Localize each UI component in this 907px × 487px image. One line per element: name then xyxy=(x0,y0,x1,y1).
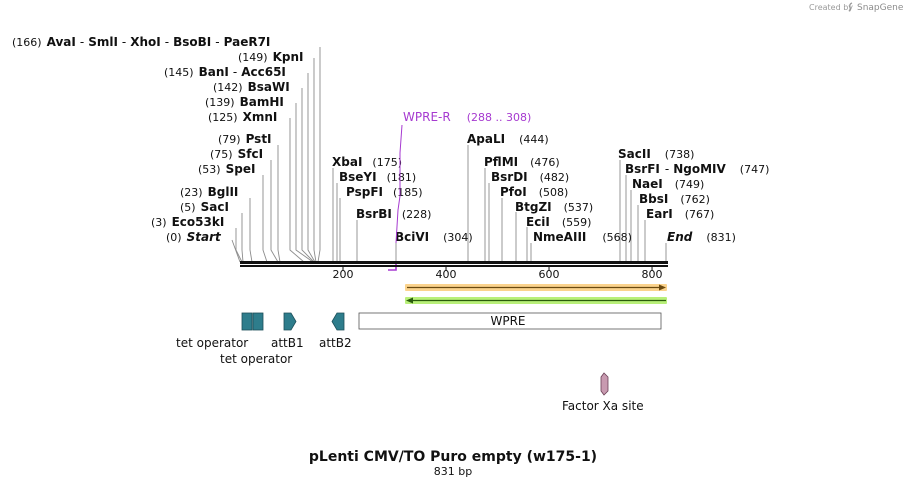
site-labels-left: (166)AvaI-SmlI-XhoI-BsoBI-PaeR7I (149)Kp… xyxy=(12,35,304,244)
site-labels-middle: XbaI(175) BseYI(181) PspFI(185) BsrBI(22… xyxy=(332,132,632,244)
feature-wpre[interactable]: WPRE xyxy=(358,312,662,330)
leader-avai xyxy=(317,47,321,263)
site-row-bglii: (23)BglII xyxy=(180,185,238,199)
site-row-sfci: (75)SfcI xyxy=(210,147,263,161)
leader-psti xyxy=(277,145,281,263)
leader-sfci xyxy=(270,160,279,263)
site-row-eari: EarI(767) xyxy=(646,207,714,221)
backbone-top-strand xyxy=(240,261,668,264)
leader-start xyxy=(231,239,241,263)
backbone: 200 400 600 800 xyxy=(240,261,668,281)
feature-factor-xa-site[interactable]: Factor Xa site xyxy=(562,372,644,413)
site-row-bsawi: (142)BsaWI xyxy=(213,80,290,94)
feature-attb1[interactable]: attB1 xyxy=(271,312,304,350)
leader-eco53ki xyxy=(235,228,243,263)
site-row-bamhi: (139)BamHI xyxy=(205,95,284,109)
attb2-arrow xyxy=(331,312,345,331)
attb1-label: attB1 xyxy=(271,336,304,350)
ruler-tick-label: 600 xyxy=(539,268,560,281)
factor-xa-arrow xyxy=(600,372,609,396)
leader-bsawi xyxy=(301,88,315,263)
site-row-bsrfi: BsrFI-NgoMIV(747) xyxy=(625,162,769,176)
tet-operator-1-label: tet operator xyxy=(176,336,248,350)
tet-operator-1-box xyxy=(241,312,253,331)
leader-spei xyxy=(262,175,268,263)
leader-saci xyxy=(241,213,244,263)
leader-kpni xyxy=(313,58,317,263)
site-row-spei: (53)SpeI xyxy=(198,162,255,176)
site-row-xmni: (125)XmnI xyxy=(208,110,277,124)
site-row-psti: (79)PstI xyxy=(218,132,272,146)
ruler-tick-label: 200 xyxy=(333,268,354,281)
site-row-pflmi: PflMI(476) xyxy=(484,155,560,169)
site-row-pspfi: PspFI(185) xyxy=(346,185,423,199)
leader-xmni xyxy=(289,118,305,263)
snapgene-logo-icon xyxy=(848,2,853,12)
site-row-saci: (5)SacI xyxy=(180,200,229,214)
site-row-avai: (166)AvaI-SmlI-XhoI-BsoBI-PaeR7I xyxy=(12,35,270,49)
site-row-kpni: (149)KpnI xyxy=(238,50,304,64)
site-row-apali: ApaLI(444) xyxy=(467,132,549,146)
site-row-xbai: XbaI(175) xyxy=(332,155,402,169)
brand-name: SnapGene xyxy=(857,3,904,13)
site-row-bseyi: BseYI(181) xyxy=(339,170,416,184)
leader-bani xyxy=(307,73,316,263)
tet-operator-2-label: tet operator xyxy=(220,352,292,366)
backbone-bottom-strand xyxy=(240,265,668,267)
site-labels-right: SacII(738) BsrFI-NgoMIV(747) NaeI(749) B… xyxy=(618,147,769,244)
site-row-pfoi: PfoI(508) xyxy=(500,185,568,199)
ruler-tick-label: 400 xyxy=(436,268,457,281)
tet-operator-2-box xyxy=(252,312,264,331)
site-row-bbsi: BbsI(762) xyxy=(639,192,710,206)
factor-xa-label: Factor Xa site xyxy=(562,399,644,413)
orange-arrow-feature[interactable] xyxy=(405,284,667,291)
site-row-start: (0)Start xyxy=(166,230,222,244)
site-row-bcivi: BciVI(304) xyxy=(395,230,473,244)
primer-label: WPRE-R(288 .. 308) xyxy=(403,110,531,124)
wpre-box xyxy=(358,312,662,330)
map-length: 831 bp xyxy=(434,465,472,478)
primer-leader xyxy=(395,124,403,244)
green-arrow-head xyxy=(406,297,413,304)
site-row-bsrdi: BsrDI(482) xyxy=(491,170,569,184)
site-row-naei: NaeI(749) xyxy=(632,177,704,191)
ruler-ticks: 200 400 600 800 xyxy=(333,267,663,281)
attb1-arrow xyxy=(283,312,297,331)
feature-tet-operators[interactable]: tet operator tet operator xyxy=(176,312,292,366)
primer-wpre-r[interactable]: WPRE-R(288 .. 308) xyxy=(388,110,531,271)
site-row-end: End(831) xyxy=(667,230,736,244)
ruler-tick-label: 800 xyxy=(642,268,663,281)
leader-bamhi xyxy=(295,103,314,263)
site-row-sacii: SacII(738) xyxy=(618,147,694,161)
site-row-bsrbi: BsrBI(228) xyxy=(356,207,431,221)
brand-created-by: Created by xyxy=(809,3,853,12)
green-arrow-feature[interactable] xyxy=(405,297,667,304)
primer-arrow xyxy=(388,262,397,271)
site-row-bani: (145)BanI-Acc65I xyxy=(164,65,286,79)
wpre-label: WPRE xyxy=(490,314,525,328)
leader-bglii xyxy=(249,198,253,263)
feature-attb2[interactable]: attB2 xyxy=(319,312,352,350)
attb2-label: attB2 xyxy=(319,336,352,350)
leader-lines xyxy=(231,47,667,263)
site-row-nmeaiii: NmeAIII(568) xyxy=(533,230,632,244)
orange-arrow-head xyxy=(659,284,666,291)
site-row-btgzi: BtgZI(537) xyxy=(515,200,593,214)
site-row-eco53ki: (3)Eco53kI xyxy=(151,215,224,229)
snapgene-brand: Created by SnapGene xyxy=(809,2,904,13)
map-title: pLenti CMV/TO Puro empty (w175-1) xyxy=(309,449,597,465)
site-row-ecii: EciI(559) xyxy=(526,215,591,229)
